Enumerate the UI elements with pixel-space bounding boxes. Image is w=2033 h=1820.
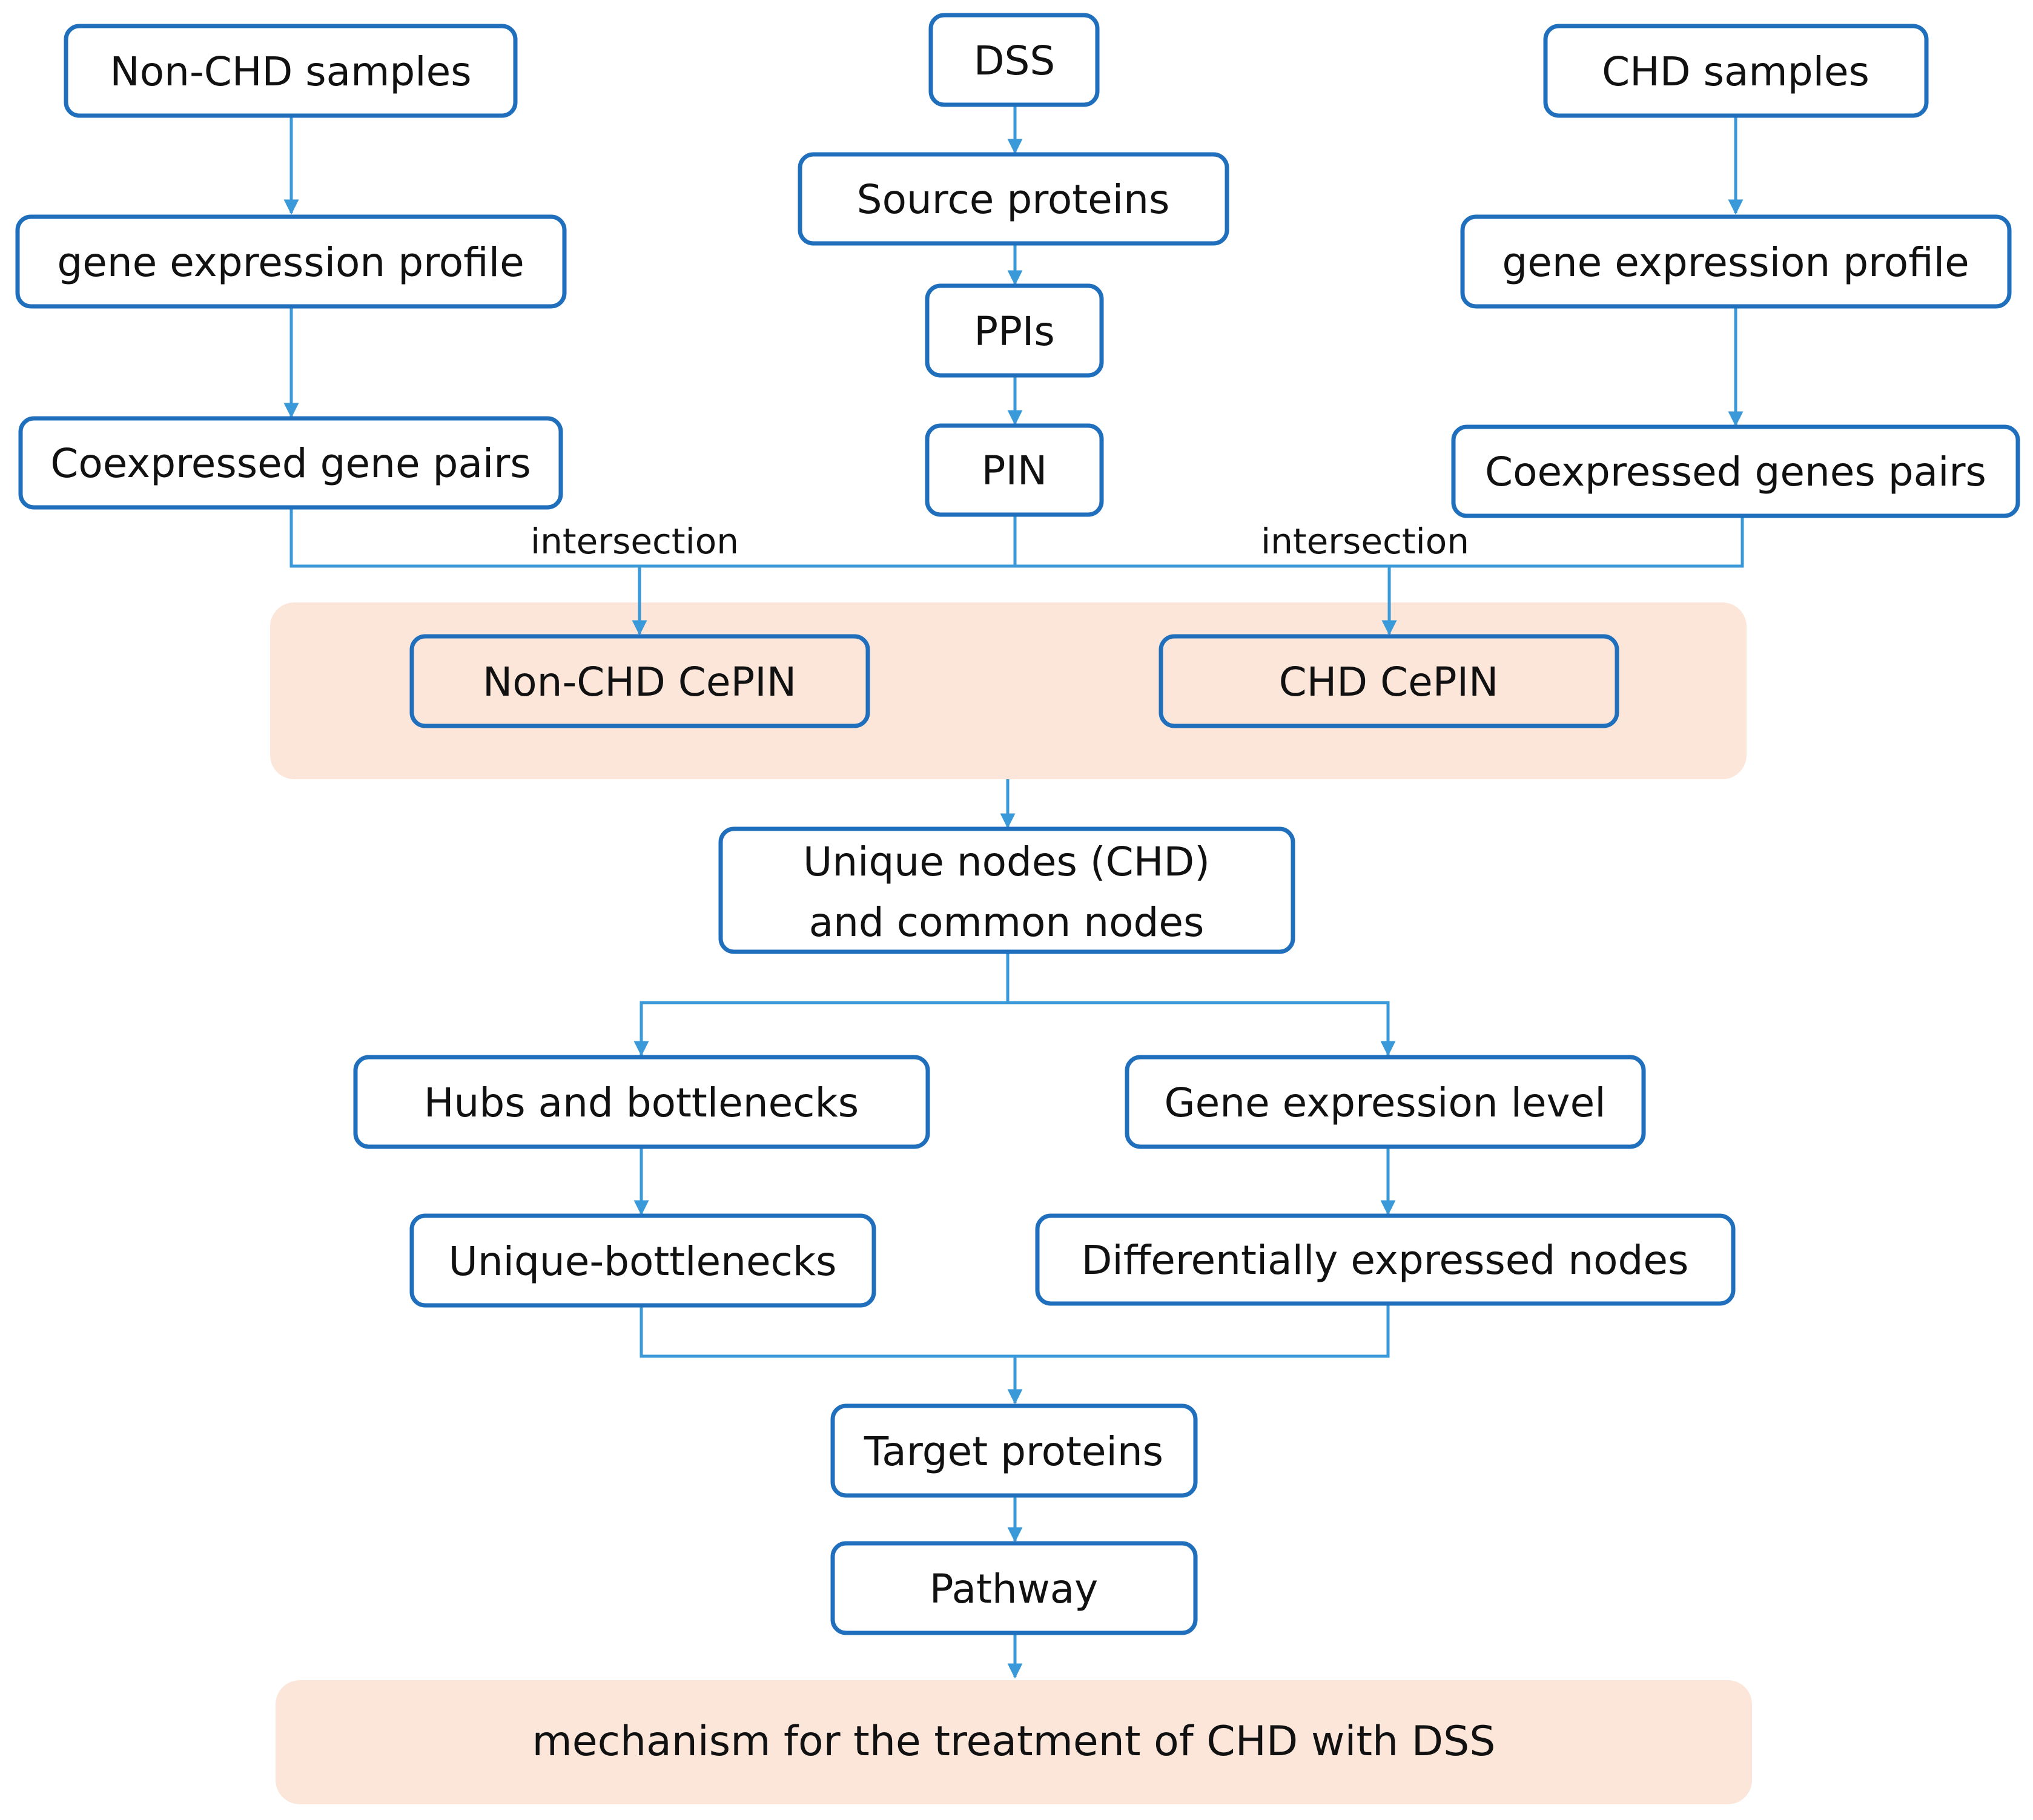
node-label: Differentially expressed nodes [1082,1237,1689,1284]
node-dss: DSS [928,13,1100,107]
node-label: gene expression profile [57,239,524,286]
node-label: Non-CHD samples [110,48,471,95]
node-label: Coexpressed genes pairs [1485,449,1986,495]
node-chd-samples: CHD samples [1543,24,1929,118]
node-gene-expression-profile-left: gene expression profile [15,214,567,309]
node-label: gene expression profile [1502,239,1969,286]
merge-bar [640,1305,1390,1358]
node-label: Hubs and bottlenecks [424,1080,859,1126]
node-label: Target proteins [864,1428,1163,1475]
node-label: PPIs [974,308,1054,355]
node-label: DSS [974,38,1056,84]
node-gene-expression-profile-right: gene expression profile [1460,214,2012,309]
node-unique-nodes: Unique nodes (CHD) and common nodes [718,826,1295,954]
node-source-proteins: Source proteins [798,152,1229,246]
node-ppis: PPIs [925,283,1104,378]
node-label: PIN [982,447,1048,494]
node-non-chd-cepin: Non-CHD CePIN [409,634,870,728]
node-label: Gene expression level [1164,1080,1605,1126]
node-label: Unique-bottlenecks [449,1238,837,1285]
node-unique-bottlenecks: Unique-bottlenecks [409,1213,876,1308]
node-label-line1: Unique nodes (CHD) [803,839,1210,885]
node-pathway: Pathway [830,1541,1198,1635]
node-label: Source proteins [857,176,1170,223]
node-differentially-expressed-nodes: Differentially expressed nodes [1035,1213,1736,1306]
node-pin: PIN [925,423,1104,517]
intersection-bus [289,507,1744,568]
node-coexpressed-gene-pairs-right: Coexpressed genes pairs [1451,424,2020,518]
node-label: Pathway [930,1566,1098,1612]
node-label: CHD samples [1602,48,1869,95]
connectors [283,105,1744,1679]
node-label: Coexpressed gene pairs [50,440,531,487]
node-non-chd-samples: Non-CHD samples [64,24,518,118]
split-bar [640,1001,1390,1057]
node-target-proteins: Target proteins [830,1403,1198,1498]
node-label: Non-CHD CePIN [483,659,796,705]
mechanism-panel [276,1680,1752,1804]
node-coexpressed-gene-pairs-left: Coexpressed gene pairs [18,416,563,510]
intersection-label-right: intersection [1261,521,1469,562]
node-chd-cepin: CHD CePIN [1159,634,1619,728]
node-label: CHD CePIN [1279,659,1499,705]
node-label-line2: and common nodes [809,899,1205,946]
node-gene-expression-level: Gene expression level [1125,1055,1646,1149]
mechanism-label: mechanism for the treatment of CHD with … [532,1718,1496,1766]
intersection-label-left: intersection [531,521,739,562]
node-hubs-and-bottlenecks: Hubs and bottlenecks [353,1055,930,1149]
